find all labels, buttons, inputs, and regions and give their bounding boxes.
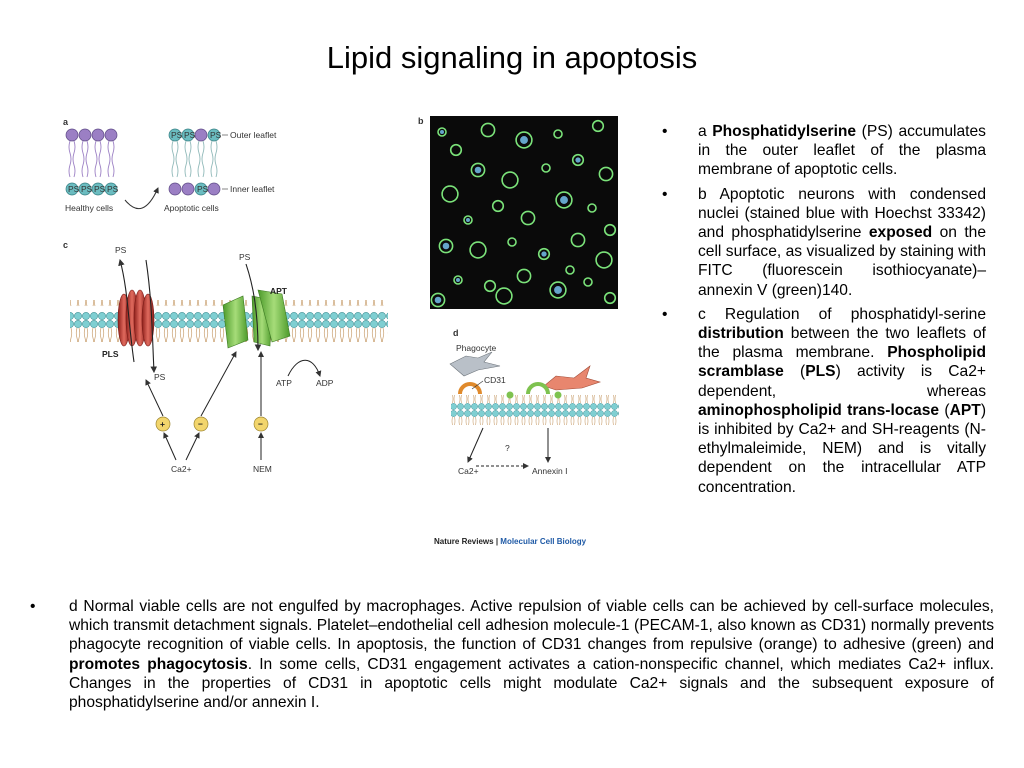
apoptosis-figure: a PS PS PS PS bbox=[63, 116, 619, 546]
svg-text:PS: PS bbox=[171, 130, 183, 140]
svg-text:PS: PS bbox=[107, 184, 119, 194]
atp-hydrolysis-arrow bbox=[287, 359, 322, 377]
micrograph-cells bbox=[430, 119, 617, 308]
minus-symbol-ca bbox=[193, 416, 209, 432]
ps-label-top-left: PS bbox=[115, 245, 127, 255]
svg-text:PS: PS bbox=[68, 184, 80, 194]
svg-text:+: + bbox=[160, 419, 165, 429]
ps-label-top-right: PS bbox=[239, 252, 251, 262]
bullet-c: c Regulation of phosphatidyl-serine dist… bbox=[660, 305, 986, 497]
svg-text:PS: PS bbox=[94, 184, 106, 194]
panel-a-label: a bbox=[63, 117, 69, 127]
healthy-outer-heads bbox=[65, 128, 118, 142]
apoptotic-cell bbox=[543, 365, 602, 391]
healthy-bilayer: PS PS PS PS bbox=[65, 128, 119, 196]
ps-label-bottom: PS bbox=[154, 372, 166, 382]
healthy-cells-caption: Healthy cells bbox=[65, 203, 113, 213]
panel-c: c PS PLS PS PS APT ATP ADP + − − bbox=[63, 240, 388, 474]
atp-label: ATP bbox=[276, 378, 292, 388]
panel-c-label: c bbox=[63, 240, 68, 250]
panel-d: d Phagocyte CD31 ? Ca2+ Annexin I bbox=[449, 328, 619, 476]
healthy-inner-ps-heads: PS PS PS PS bbox=[65, 182, 119, 196]
plus-symbol bbox=[155, 416, 171, 432]
nem-label: NEM bbox=[253, 464, 272, 474]
panel-a: a PS PS PS PS bbox=[63, 117, 277, 213]
scramblase-pls bbox=[117, 289, 155, 347]
ca-label-c: Ca2+ bbox=[171, 464, 192, 474]
bullet-a: a Phosphatidylserine (PS) accumulates in… bbox=[660, 122, 986, 180]
bottom-bullet-list: d Normal viable cells are not engulfed b… bbox=[28, 597, 994, 712]
apoptotic-bilayer: PS PS PS PS bbox=[168, 128, 222, 196]
outer-leaflet-label: Outer leaflet bbox=[230, 130, 277, 140]
cd31-adhesive bbox=[526, 382, 550, 395]
transition-arrow bbox=[124, 187, 159, 210]
ps-scramble-up-arrow bbox=[118, 258, 135, 363]
cd31-repulsive bbox=[458, 382, 482, 395]
apt-inward-arrow bbox=[245, 263, 262, 352]
svg-text:PS: PS bbox=[197, 184, 209, 194]
cd31-label: CD31 bbox=[484, 375, 506, 385]
svg-text:−: − bbox=[198, 419, 203, 429]
ca-label-d: Ca2+ bbox=[458, 466, 479, 476]
right-bullet-list: a Phosphatidylserine (PS) accumulates in… bbox=[660, 122, 986, 502]
panel-d-label: d bbox=[453, 328, 459, 338]
panel-b-label: b bbox=[418, 116, 424, 126]
adp-label: ADP bbox=[316, 378, 334, 388]
pls-label: PLS bbox=[102, 349, 119, 359]
figure-credit: Nature Reviews | Molecular Cell Biology bbox=[434, 537, 587, 546]
phagocyte-label: Phagocyte bbox=[456, 343, 496, 353]
inner-leaflet-label: Inner leaflet bbox=[230, 184, 275, 194]
annexin-label: Annexin I bbox=[532, 466, 567, 476]
translocase-apt bbox=[222, 289, 291, 349]
svg-text:PS: PS bbox=[210, 130, 222, 140]
bullet-b: b Apoptotic neurons with condensed nucle… bbox=[660, 185, 986, 300]
question-mark: ? bbox=[505, 443, 510, 453]
svg-text:−: − bbox=[258, 419, 263, 429]
apt-label: APT bbox=[270, 286, 288, 296]
svg-text:PS: PS bbox=[184, 130, 196, 140]
plasma-membrane-d bbox=[451, 395, 619, 425]
slide-title: Lipid signaling in apoptosis bbox=[326, 40, 698, 75]
bullet-d: d Normal viable cells are not engulfed b… bbox=[28, 597, 994, 712]
ps-scramble-down-arrow bbox=[145, 259, 158, 374]
svg-text:PS: PS bbox=[81, 184, 93, 194]
minus-symbol-nem bbox=[253, 416, 269, 432]
phagocyte-cell bbox=[449, 351, 501, 377]
panel-b: b bbox=[418, 116, 618, 309]
apoptotic-cells-caption: Apoptotic cells bbox=[164, 203, 219, 213]
